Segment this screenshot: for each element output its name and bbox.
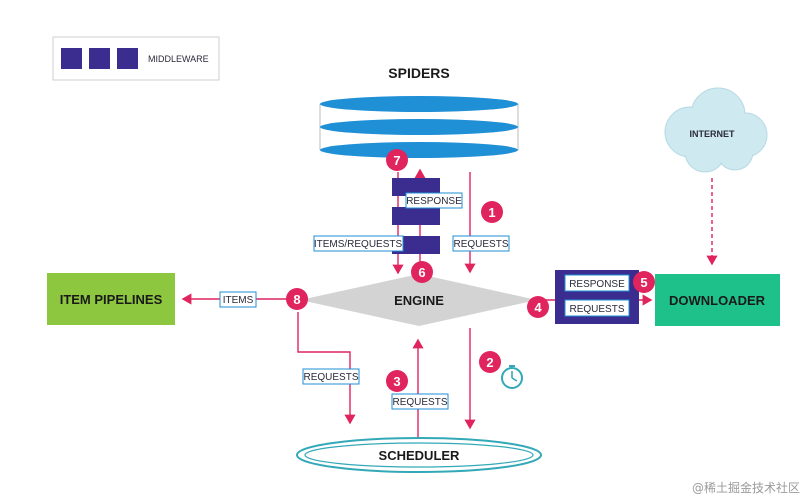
scheduler: SCHEDULER [296, 437, 542, 473]
tag-box [405, 192, 463, 209]
downloader-middleware: RESPONSE REQUESTS [555, 270, 639, 324]
downloader-label: DOWNLOADER [669, 293, 766, 308]
watermark: @稀土掘金技术社区 [692, 480, 800, 495]
scheduler-label: SCHEDULER [379, 448, 461, 463]
tag-box [313, 235, 404, 252]
downloader-response-tag: RESPONSE [569, 279, 625, 290]
spider-requests-tag: REQUESTS [453, 239, 508, 250]
item-pipelines-box [47, 273, 175, 325]
internet-cloud: INTERNET [664, 87, 768, 173]
item-pipelines: ITEM PIPELINES [47, 273, 175, 325]
items-tag: ITEMS [223, 295, 254, 306]
engine-diamond [300, 274, 537, 326]
step-badge-5 [633, 271, 655, 293]
step-number-7: 7 [393, 153, 400, 168]
step-number-8: 8 [293, 292, 300, 307]
step-number-4: 4 [534, 300, 542, 315]
downloader-box [655, 274, 780, 326]
middleware-block [392, 207, 440, 225]
spider-disc [320, 96, 518, 112]
middleware-block [392, 236, 440, 254]
step-badges: 1 2 3 4 5 6 7 8 [286, 149, 655, 392]
step-badge-3 [386, 370, 408, 392]
internet-label: INTERNET [690, 129, 736, 139]
item-pipelines-label: ITEM PIPELINES [60, 292, 163, 307]
response-tag-box [564, 274, 630, 292]
requests-tag-box [564, 299, 630, 317]
step-badge-6 [411, 261, 433, 283]
spider-middleware [392, 178, 440, 254]
tag-box [219, 291, 257, 308]
spider-response-tag: RESPONSE [406, 196, 462, 207]
middleware-swatch [89, 48, 110, 69]
timer-icon [501, 365, 523, 389]
spiders: SPIDERS [319, 65, 519, 158]
legend: MIDDLEWARE [52, 36, 220, 81]
step-badge-2 [479, 351, 501, 373]
step-badge-4 [527, 296, 549, 318]
requests-to-scheduler-tag: REQUESTS [303, 372, 358, 383]
arrow-requests-to-scheduler [297, 312, 356, 425]
downloader-requests-tag: REQUESTS [569, 304, 624, 315]
scheduler-ring-inner [304, 442, 534, 468]
middleware-block [392, 178, 440, 196]
step-number-6: 6 [418, 265, 425, 280]
spider-disc [320, 119, 518, 135]
step-number-5: 5 [640, 275, 647, 290]
items-requests-tag: ITEMS/REQUESTS [314, 239, 403, 250]
step-badge-1 [481, 201, 503, 223]
spiders-label: SPIDERS [388, 65, 449, 81]
legend-label: MIDDLEWARE [148, 54, 209, 64]
tag-box [391, 393, 449, 410]
downloader: DOWNLOADER [655, 274, 780, 326]
tag-box [452, 235, 510, 252]
engine: ENGINE [300, 274, 537, 326]
middleware-swatch [61, 48, 82, 69]
tag-box [302, 368, 360, 385]
step-badge-8 [286, 288, 308, 310]
spider-disc [320, 142, 518, 158]
step-number-3: 3 [393, 374, 400, 389]
step-number-1: 1 [488, 205, 495, 220]
engine-label: ENGINE [394, 293, 444, 308]
middleware-swatch [117, 48, 138, 69]
step-number-2: 2 [486, 355, 493, 370]
flow-tags: RESPONSE ITEMS/REQUESTS REQUESTS ITEMS R… [219, 192, 510, 410]
step-badge-7 [386, 149, 408, 171]
requests-from-scheduler-tag: REQUESTS [392, 397, 447, 408]
